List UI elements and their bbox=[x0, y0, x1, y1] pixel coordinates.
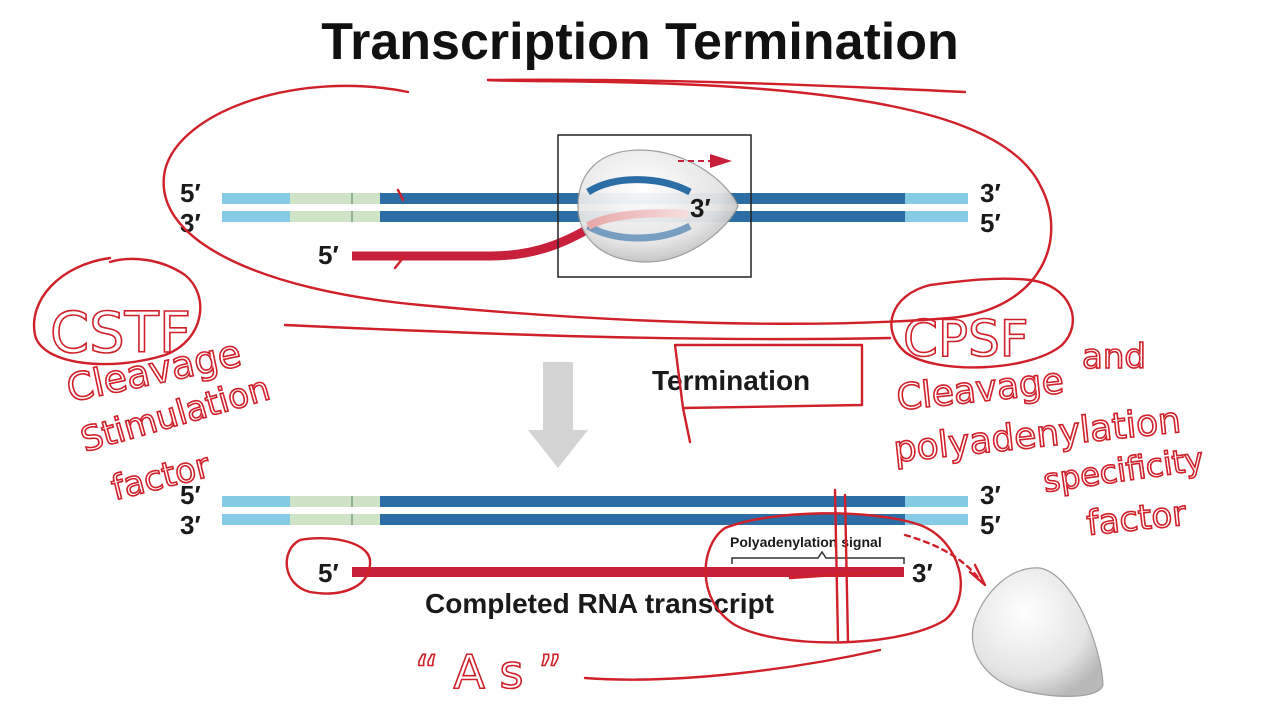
cpsf-handwritten: CPSF bbox=[903, 310, 1029, 368]
top-left-top-label: 5′ bbox=[180, 178, 201, 208]
polyadenylation-signal-label: Polyadenylation signal bbox=[730, 534, 882, 550]
bottom-rna-3prime-label: 3′ bbox=[912, 558, 933, 588]
bottom-left-top-label: 5′ bbox=[180, 480, 201, 510]
process-arrow bbox=[528, 362, 588, 468]
rna-polymerase-bubble bbox=[577, 149, 739, 263]
bottom-dna-duplex bbox=[222, 496, 968, 525]
polyadenylation-bracket bbox=[731, 550, 905, 564]
as-handwritten: “ A s ” bbox=[415, 645, 562, 699]
completed-rna-strand bbox=[352, 567, 904, 577]
bottom-left-bottom-label: 3′ bbox=[180, 510, 201, 540]
bottom-right-bottom-label: 5′ bbox=[980, 510, 1001, 540]
cstf-handwritten: CSTF bbox=[50, 301, 191, 366]
top-right-bottom-label: 5′ bbox=[980, 208, 1001, 238]
bottom-rna-5prime-label: 5′ bbox=[318, 558, 339, 588]
termination-label: Termination bbox=[652, 365, 810, 396]
bottom-right-top-label: 3′ bbox=[980, 480, 1001, 510]
cpsf-line4-handwritten: factor bbox=[1085, 494, 1188, 544]
cpsf-and-handwritten: and bbox=[1082, 337, 1146, 377]
direction-arrow bbox=[678, 154, 732, 168]
released-polymerase bbox=[971, 567, 1104, 697]
top-rna-strand bbox=[352, 218, 603, 261]
ink-annotations bbox=[32, 78, 1074, 681]
completed-rna-label: Completed RNA transcript bbox=[425, 588, 774, 619]
page-title: Transcription Termination bbox=[321, 13, 959, 71]
top-right-top-label: 3′ bbox=[980, 178, 1001, 208]
top-rna-5prime-label: 5′ bbox=[318, 240, 339, 270]
zoom-box bbox=[557, 134, 752, 278]
top-rna-3prime-label: 3′ bbox=[690, 193, 711, 223]
cpsf-line1-handwritten: Cleavage bbox=[895, 361, 1066, 419]
